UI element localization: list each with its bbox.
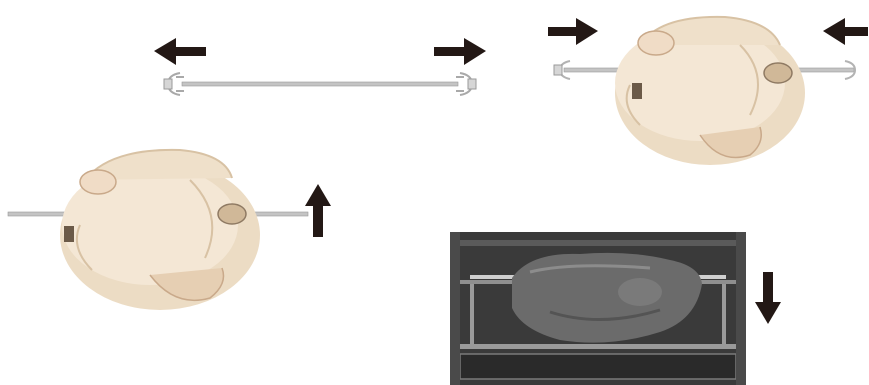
arrow-down-icon	[755, 272, 781, 324]
arrow-up-icon	[305, 184, 331, 237]
step-3-chicken-up	[0, 140, 340, 320]
arrow-right-icon	[434, 38, 486, 65]
right-fork	[456, 73, 476, 95]
arrow-left-icon	[823, 18, 868, 45]
left-fork	[164, 73, 184, 95]
chicken-icon	[615, 17, 805, 165]
arrow-right-icon	[548, 18, 598, 45]
arrow-left-icon	[154, 38, 206, 65]
spit-rod	[182, 82, 458, 86]
step-4-oven	[450, 232, 790, 385]
step-1-spit	[150, 35, 490, 105]
chicken-icon	[60, 150, 260, 310]
step-2-chicken-forks-in	[540, 5, 869, 175]
